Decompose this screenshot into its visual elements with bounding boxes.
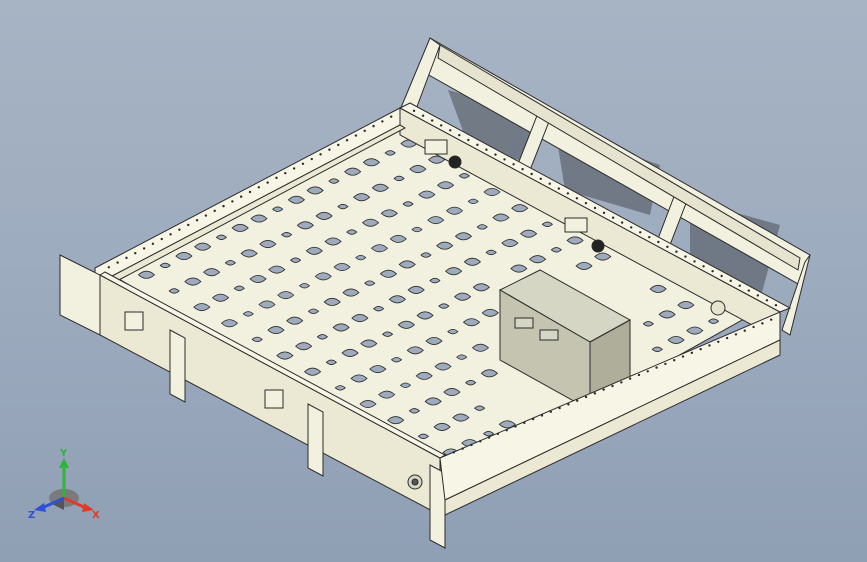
right-front-wall xyxy=(439,311,781,516)
front-wall xyxy=(59,254,447,549)
z-axis-arrow xyxy=(34,496,65,512)
coordinate-triad[interactable]: Y X Z xyxy=(24,446,104,526)
z-axis-label: Z xyxy=(28,510,35,521)
y-axis-arrow xyxy=(59,458,69,498)
x-axis-label: X xyxy=(92,510,100,521)
x-axis-arrow xyxy=(63,496,94,512)
rim-perforations xyxy=(107,109,778,454)
y-axis-label: Y xyxy=(59,448,68,459)
rear-frame xyxy=(399,37,811,336)
